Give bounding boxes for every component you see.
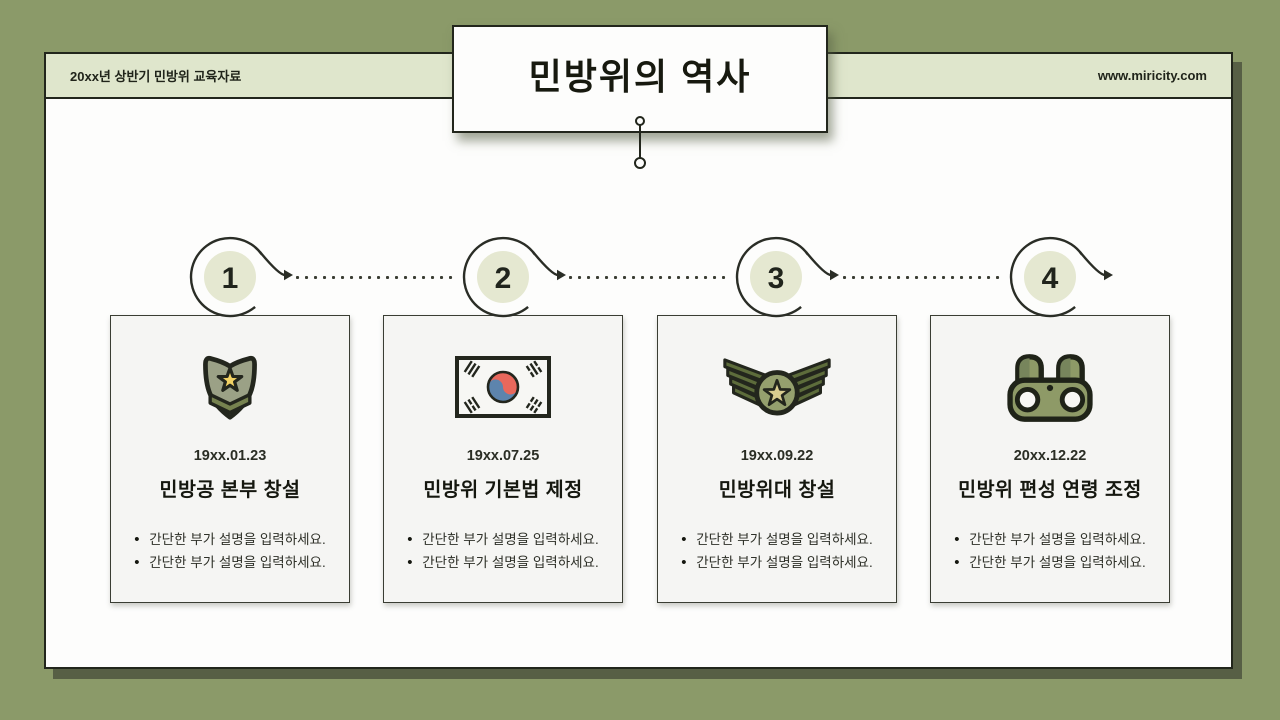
card-bullet-list: 간단한 부가 설명을 입력하세요. 간단한 부가 설명을 입력하세요. <box>954 528 1145 574</box>
binoculars-icon <box>1005 344 1095 430</box>
dotted-connector <box>843 276 1005 279</box>
timeline-node-4: 4 <box>1005 235 1121 321</box>
title-connector-line <box>639 124 641 160</box>
timeline-node-1: 1 <box>185 235 301 321</box>
card-bullet: 간단한 부가 설명을 입력하세요. <box>407 528 598 551</box>
card-bullet: 간단한 부가 설명을 입력하세요. <box>681 551 872 574</box>
header-right-url: www.miricity.com <box>1097 68 1207 83</box>
card-bullet: 간단한 부가 설명을 입력하세요. <box>134 551 325 574</box>
title-box: 민방위의 역사 <box>452 25 828 133</box>
loop-arrow-icon: 2 <box>462 236 566 318</box>
timeline-node-3: 3 <box>731 235 847 321</box>
timeline-number: 2 <box>495 262 512 295</box>
card-bullet-list: 간단한 부가 설명을 입력하세요. 간단한 부가 설명을 입력하세요. <box>134 528 325 574</box>
card-title: 민방공 본부 창설 <box>159 479 301 501</box>
connector-dot-top <box>635 116 645 126</box>
dotted-connector <box>296 276 458 279</box>
card-title: 민방위 편성 연령 조정 <box>958 479 1142 501</box>
timeline-number: 3 <box>768 262 785 295</box>
timeline-card-1: 19xx.01.23 민방공 본부 창설 간단한 부가 설명을 입력하세요. 간… <box>110 315 350 603</box>
shield-badge-icon <box>196 344 264 430</box>
timeline-number: 1 <box>222 262 239 295</box>
card-bullet: 간단한 부가 설명을 입력하세요. <box>954 528 1145 551</box>
loop-arrow-icon: 4 <box>1009 236 1113 318</box>
card-date: 19xx.07.25 <box>466 448 540 464</box>
card-bullet-list: 간단한 부가 설명을 입력하세요. 간단한 부가 설명을 입력하세요. <box>407 528 598 574</box>
connector-dot-bottom <box>634 157 646 169</box>
timeline-card-3: 19xx.09.22 민방위대 창설 간단한 부가 설명을 입력하세요. 간단한… <box>657 315 897 603</box>
card-bullet: 간단한 부가 설명을 입력하세요. <box>681 528 872 551</box>
card-bullet: 간단한 부가 설명을 입력하세요. <box>954 551 1145 574</box>
timeline-card-4: 20xx.12.22 민방위 편성 연령 조정 간단한 부가 설명을 입력하세요… <box>930 315 1170 603</box>
header-left-label: 20xx년 상반기 민방위 교육자료 <box>70 69 242 84</box>
card-bullet: 간단한 부가 설명을 입력하세요. <box>134 528 325 551</box>
korean-flag-icon <box>455 344 551 430</box>
card-title: 민방위대 창설 <box>718 479 836 501</box>
rank-insignia-icon <box>721 344 833 430</box>
page-title: 민방위의 역사 <box>528 56 752 97</box>
timeline-number: 4 <box>1042 262 1059 295</box>
loop-arrow-icon: 3 <box>735 236 839 318</box>
loop-arrow-icon: 1 <box>189 236 293 318</box>
timeline-node-2: 2 <box>458 235 574 321</box>
card-title: 민방위 기본법 제정 <box>423 479 583 501</box>
card-bullet: 간단한 부가 설명을 입력하세요. <box>407 551 598 574</box>
card-date: 19xx.09.22 <box>740 448 814 464</box>
card-date: 20xx.12.22 <box>1013 448 1087 464</box>
card-date: 19xx.01.23 <box>193 448 267 464</box>
card-bullet-list: 간단한 부가 설명을 입력하세요. 간단한 부가 설명을 입력하세요. <box>681 528 872 574</box>
dotted-connector <box>569 276 731 279</box>
timeline-card-2: 19xx.07.25 민방위 기본법 제정 간단한 부가 설명을 입력하세요. … <box>383 315 623 603</box>
